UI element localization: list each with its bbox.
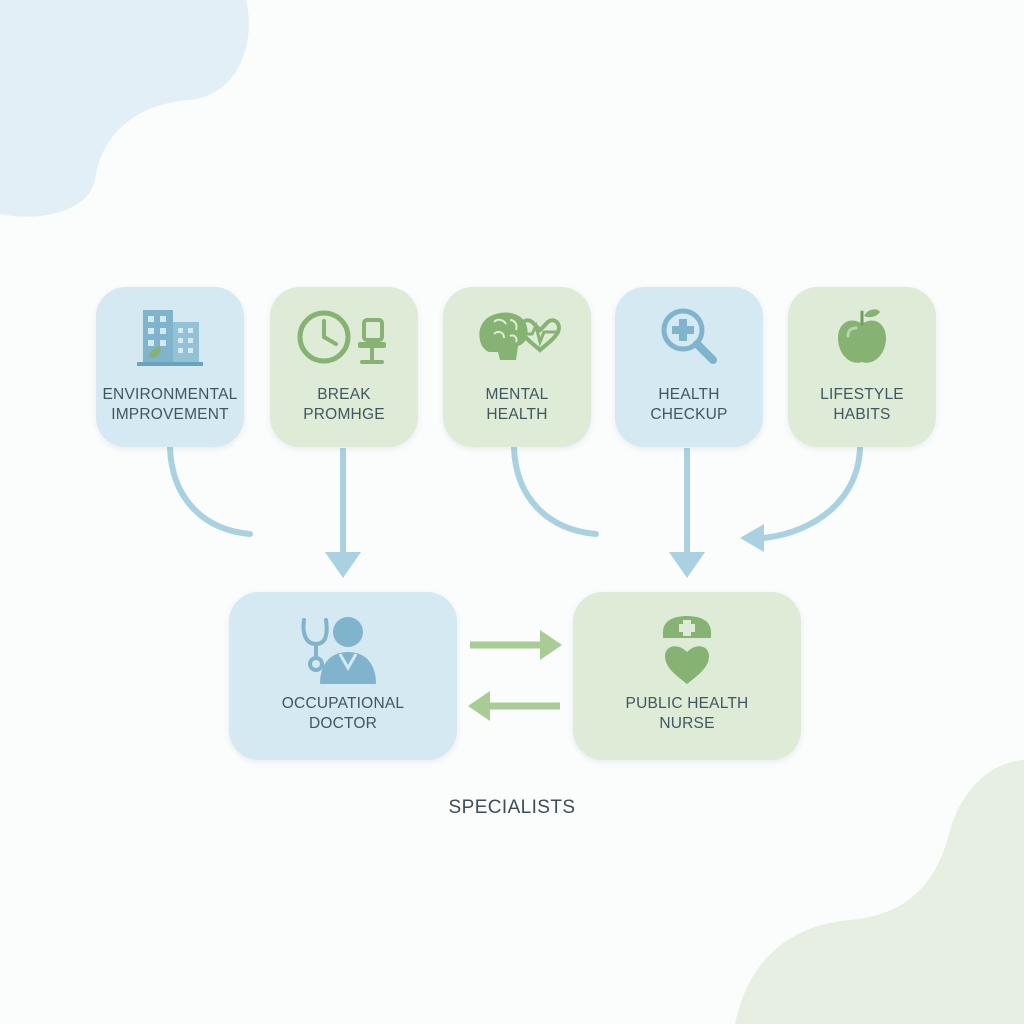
arrowhead-to-doctor <box>468 691 490 721</box>
arrowhead-to-nurse <box>540 630 562 660</box>
card-break-promhge: BREAK PROMHGE <box>270 287 418 447</box>
card-label: ENVIRONMENTAL IMPROVEMENT <box>102 386 238 423</box>
bottom-right-blob <box>735 760 1024 1024</box>
arrowhead-checkup <box>669 552 705 578</box>
card-lifestyle-habits: LIFESTYLE HABITS <box>788 287 936 447</box>
card-label: BREAK PROMHGE <box>303 386 385 423</box>
card-label: LIFESTYLE HABITS <box>820 386 904 423</box>
card-label: HEALTH CHECKUP <box>650 386 728 423</box>
doctor-icon <box>229 610 457 686</box>
apple-icon <box>788 305 936 369</box>
nurse-icon <box>573 610 801 686</box>
top-left-blob <box>0 0 249 217</box>
connector-mental <box>511 445 599 537</box>
card-label: OCCUPATIONAL DOCTOR <box>281 695 405 732</box>
arrowhead-break <box>325 552 361 578</box>
card-label: PUBLIC HEALTH NURSE <box>625 695 749 732</box>
card-environmental-improvement: ENVIRONMENTAL IMPROVEMENT <box>96 287 244 447</box>
connector-environmental <box>167 445 253 537</box>
specialists-caption: SPECIALISTS <box>448 797 576 818</box>
connector-lifestyle <box>761 445 863 541</box>
card-health-checkup: HEALTH CHECKUP <box>615 287 763 447</box>
card-occupational-doctor: OCCUPATIONAL DOCTOR <box>229 592 457 760</box>
brain-heart-icon <box>443 305 591 369</box>
magnifier-plus-icon <box>615 305 763 369</box>
card-mental-health: MENTAL HEALTH <box>443 287 591 447</box>
arrowhead-lifestyle <box>740 524 764 552</box>
clock-chair-icon <box>270 305 418 369</box>
card-label: MENTAL HEALTH <box>485 386 549 423</box>
building-icon <box>96 305 244 369</box>
card-public-health-nurse: PUBLIC HEALTH NURSE <box>573 592 801 760</box>
